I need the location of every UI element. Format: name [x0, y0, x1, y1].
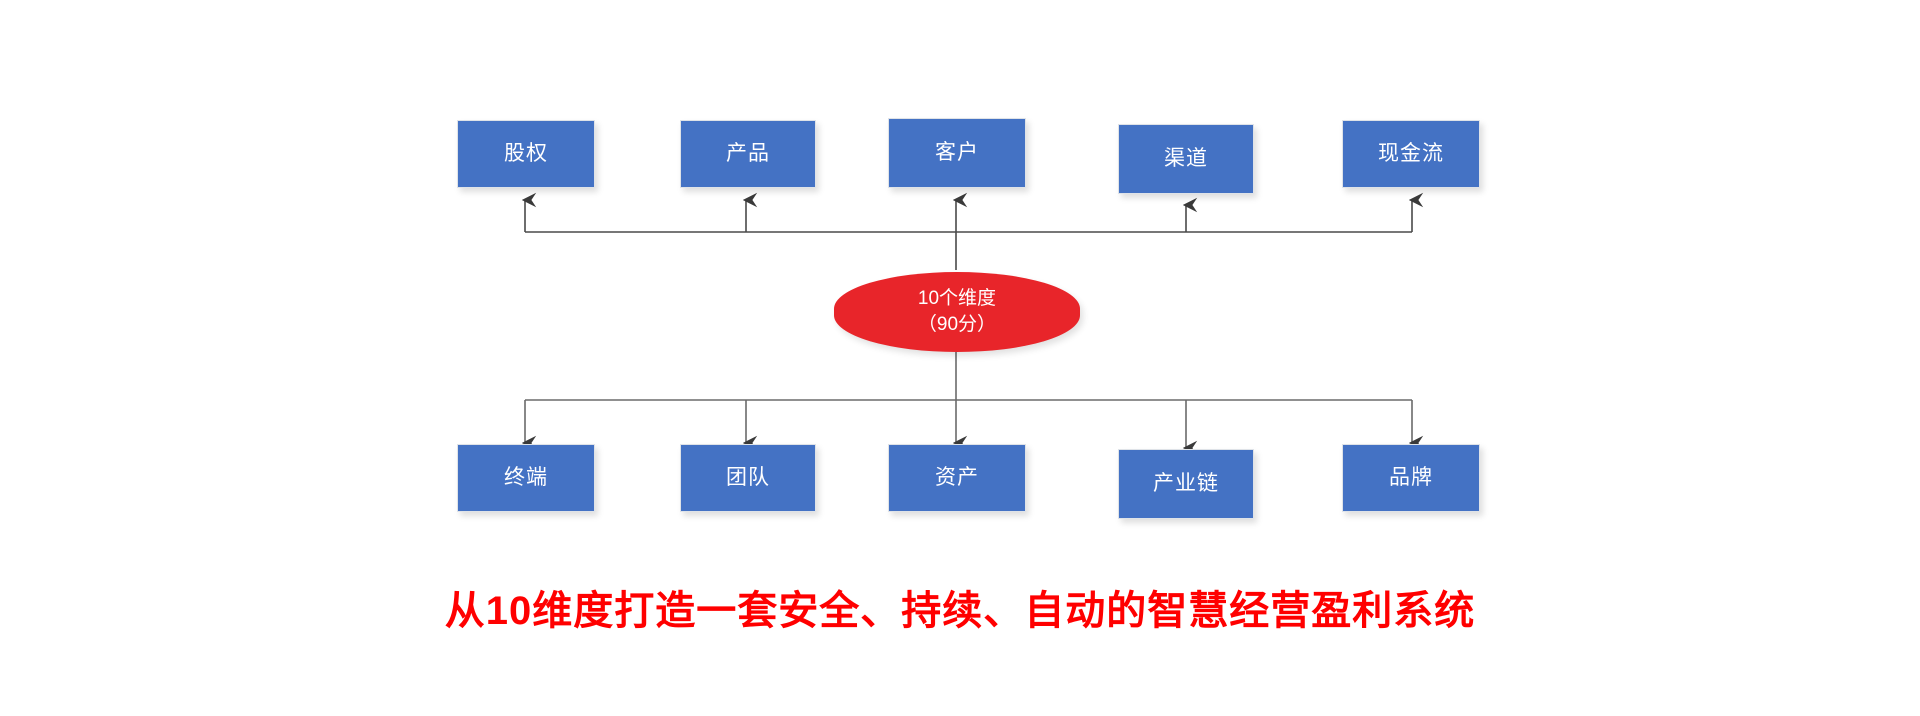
node-top-2[interactable]: 产品	[680, 120, 816, 188]
node-label: 资产	[935, 466, 979, 490]
node-label: 终端	[504, 466, 548, 490]
node-top-1[interactable]: 股权	[457, 120, 595, 188]
hub-line-2: （90分）	[917, 314, 997, 335]
node-label: 团队	[726, 466, 770, 490]
node-label: 现金流	[1378, 142, 1444, 166]
node-label: 产业链	[1153, 472, 1219, 496]
hub-line-1: 10个维度	[917, 288, 997, 310]
node-label: 渠道	[1164, 147, 1208, 171]
node-top-3[interactable]: 客户	[888, 118, 1026, 188]
node-label: 品牌	[1389, 466, 1433, 490]
node-bottom-4[interactable]: 产业链	[1118, 449, 1254, 519]
node-top-5[interactable]: 现金流	[1342, 120, 1480, 188]
node-label: 股权	[504, 142, 548, 166]
node-bottom-5[interactable]: 品牌	[1342, 444, 1480, 512]
central-hub-node[interactable]: 10个维度 （90分）	[834, 272, 1080, 352]
caption-text: 从10维度打造一套安全、持续、自动的智慧经营盈利系统	[444, 589, 1476, 633]
node-bottom-3[interactable]: 资产	[888, 444, 1026, 512]
node-bottom-2[interactable]: 团队	[680, 444, 816, 512]
node-top-4[interactable]: 渠道	[1118, 124, 1254, 194]
node-label: 产品	[726, 142, 770, 166]
node-label: 客户	[935, 141, 979, 165]
node-bottom-1[interactable]: 终端	[457, 444, 595, 512]
